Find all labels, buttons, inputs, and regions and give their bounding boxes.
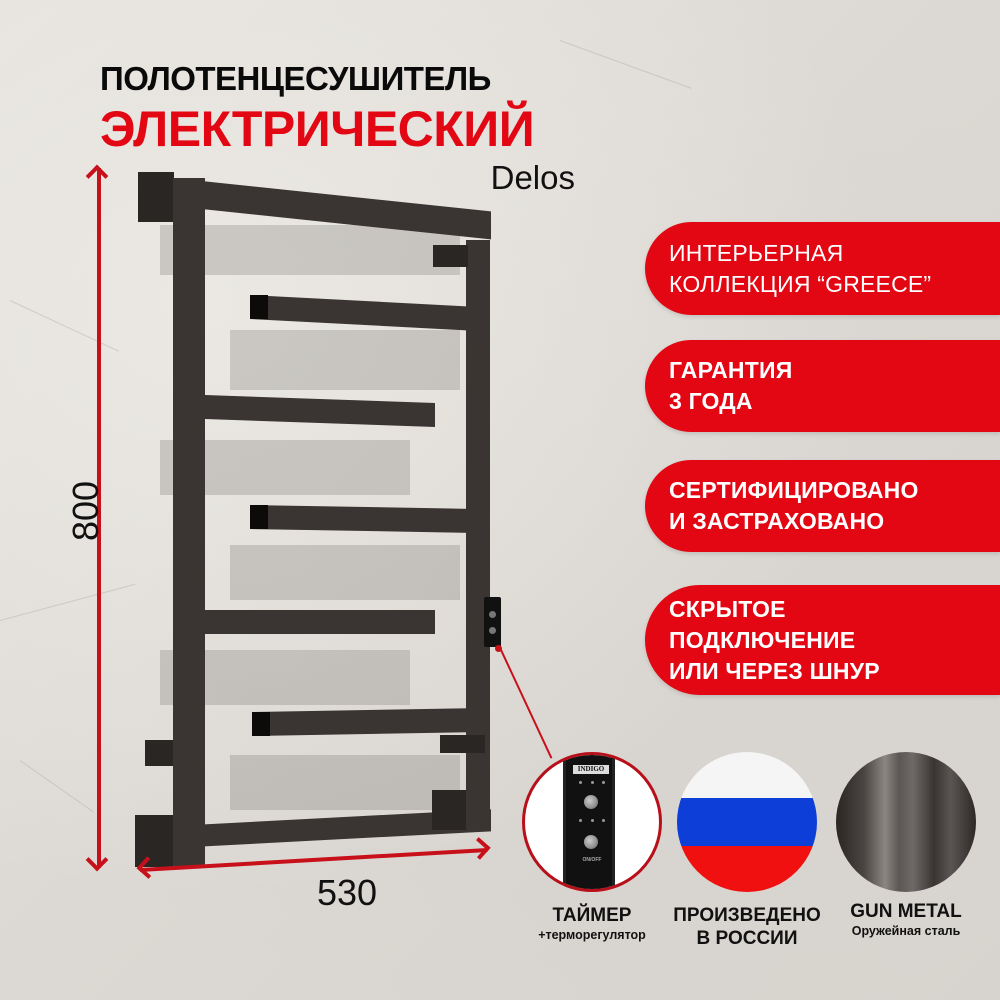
bar-end [250,295,268,319]
badge-title: GUN METAL [850,901,962,922]
wall-bracket-top [138,172,174,222]
marble-vein [9,300,119,352]
thermostat-controller [484,597,501,647]
badge-subtitle: В РОССИИ [696,928,798,949]
power-button-icon [584,835,598,849]
flag-red-stripe [677,845,817,892]
side-stub [432,790,466,830]
arrow-right-icon [468,837,491,860]
knob-icon [489,611,496,618]
feature-text: ИНТЕРЬЕРНАЯ [669,239,844,266]
flag-blue-stripe [677,798,817,846]
bar-end [252,712,270,736]
feature-text: СЕРТИФИЦИРОВАНО [669,477,919,503]
arrow-down-icon [85,848,109,872]
timer-controller-icon: INDIGO ON/OFF [522,752,662,892]
flag-white-stripe [677,752,817,799]
clock-knob-icon [584,795,598,809]
wall-bracket-bottom [135,815,173,867]
russia-flag-icon [677,752,817,892]
rail-shadow [230,330,460,390]
gun-metal-swatch-icon [836,752,976,892]
led-indicators [579,819,605,822]
badge-title: ТАЙМЕР [552,905,632,926]
bar-2 [205,395,435,428]
height-label: 800 [65,480,106,542]
feature-text: ГАРАНТИЯ [669,357,793,383]
feature-pill-warranty: ГАРАНТИЯ 3 ГОДА [645,340,1000,432]
feature-text: СКРЫТОЕ [669,595,786,622]
product-title: ПОЛОТЕНЦЕСУШИТЕЛЬ [100,60,491,97]
feature-text: КОЛЛЕКЦИЯ “GREECE” [669,270,932,297]
rail-shadow [230,545,460,600]
badge-gun-metal-label: GUN METAL Оружейная сталь [831,900,981,939]
badge-made-in-russia-label: ПРОИЗВЕДЕНО В РОССИИ [667,904,827,950]
power-icon [489,627,496,634]
left-upright [173,178,205,866]
feature-text: 3 ГОДА [669,388,753,414]
feature-text: ИЛИ ЧЕРЕЗ ШНУР [669,657,880,684]
width-label: 530 [316,872,378,913]
product-subtitle: ЭЛЕКТРИЧЕСКИЙ [100,101,535,157]
marble-vein [19,760,95,813]
model-name: Delos [490,159,575,196]
feature-text: И ЗАСТРАХОВАНО [669,508,885,534]
badge-title: ПРОИЗВЕДЕНО [673,905,821,926]
led-indicators [579,781,605,784]
device-brand: INDIGO [573,765,609,774]
on-off-label: ON/OFF [582,857,602,863]
bar-end [250,505,268,529]
bar-1 [250,295,490,332]
badge-subtitle: +терморегулятор [538,928,646,942]
leader-dot [495,645,502,652]
badge-timer-label: ТАЙМЕР +терморегулятор [527,904,657,943]
rail-shadow [230,755,460,810]
leader-line [499,647,553,759]
title-block: ПОЛОТЕНЦЕСУШИТЕЛЬ ЭЛЕКТРИЧЕСКИЙ Delos [100,58,575,198]
bar-3 [250,505,490,534]
rail-shadow [160,225,460,275]
marble-vein [0,583,136,621]
feature-pill-collection: ИНТЕРЬЕРНАЯ КОЛЛЕКЦИЯ “GREECE” [645,222,1000,315]
feature-text: ПОДКЛЮЧЕНИЕ [669,626,856,653]
bar-4 [205,610,435,634]
side-stub [433,245,468,267]
height-dimension-arrow [85,164,109,872]
feature-pill-certified: СЕРТИФИЦИРОВАНО И ЗАСТРАХОВАНО [645,460,1000,552]
marble-vein [559,40,692,89]
badge-subtitle: Оружейная сталь [851,924,961,938]
side-stub [440,735,485,753]
bar-5 [252,707,490,736]
timer-device: INDIGO ON/OFF [563,755,615,889]
feature-pill-connection: СКРЫТОЕ ПОДКЛЮЧЕНИЕ ИЛИ ЧЕРЕЗ ШНУР [645,585,1000,695]
